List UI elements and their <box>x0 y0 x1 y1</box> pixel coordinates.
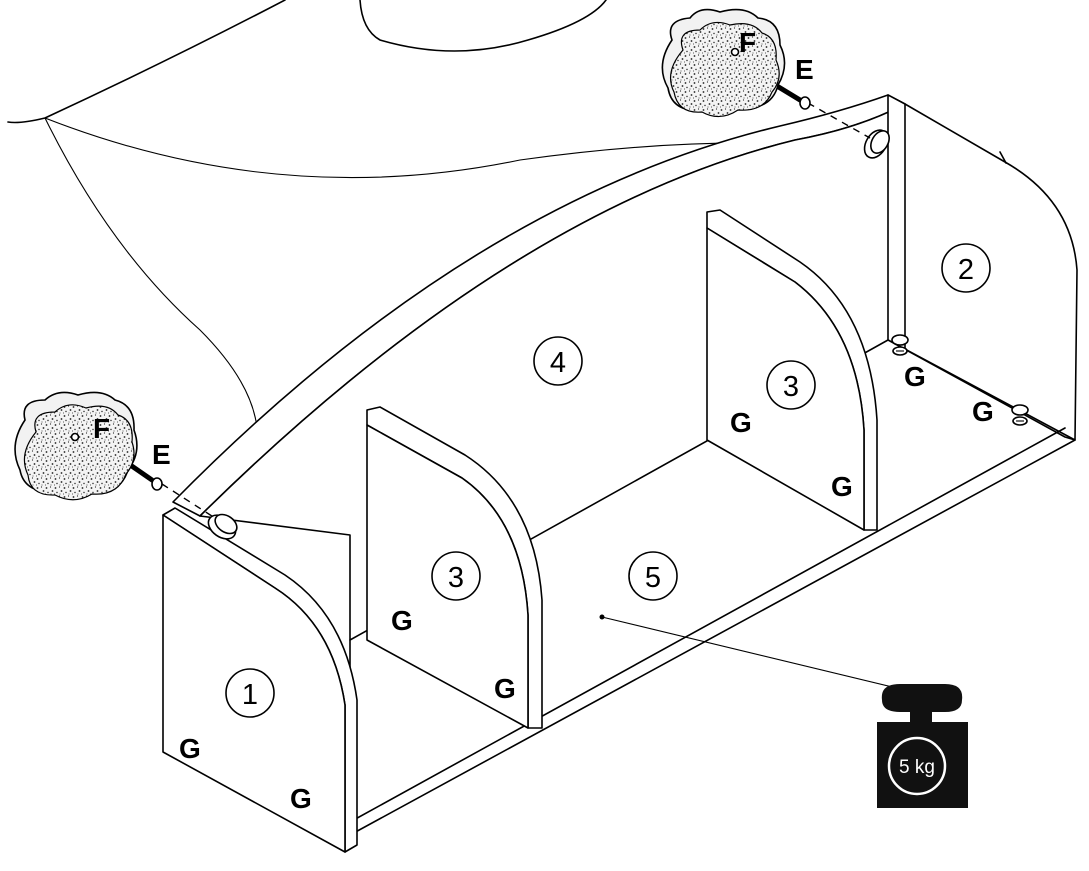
f-label-left: F <box>93 413 110 444</box>
part-number-3-right: 3 <box>766 360 816 410</box>
g-label: G <box>290 783 312 814</box>
g-label: G <box>391 605 413 636</box>
cam-lock-icon <box>891 334 909 356</box>
svg-text:2: 2 <box>958 254 974 286</box>
g-label: G <box>904 361 926 392</box>
g-label: G <box>972 396 994 427</box>
g-label: G <box>831 471 853 502</box>
svg-text:3: 3 <box>783 371 799 403</box>
part-number-1: 1 <box>225 668 275 718</box>
f-label-right: F <box>739 27 756 58</box>
bottom-front-edge <box>349 427 1066 823</box>
detail-circle <box>359 0 607 52</box>
part-number-5: 5 <box>628 551 678 601</box>
svg-text:4: 4 <box>550 347 566 379</box>
load-point <box>599 614 605 620</box>
cam-lock-icon <box>1011 404 1029 426</box>
right-side-edge-mark <box>999 151 1007 164</box>
g-label: G <box>179 733 201 764</box>
svg-text:1: 1 <box>242 679 258 711</box>
sponge-icon <box>661 8 786 118</box>
wall-plug-icon <box>207 513 238 540</box>
e-label-right: E <box>795 54 814 85</box>
weight-label: 5 kg <box>899 757 935 778</box>
alignment-line-left <box>161 483 216 519</box>
part-number-2: 2 <box>941 243 991 293</box>
detail-curve <box>7 0 286 124</box>
weight-pointer-line <box>601 616 906 691</box>
e-label-left: E <box>152 439 171 470</box>
sponge-icon <box>14 391 138 501</box>
g-label: G <box>494 673 516 704</box>
g-label: G <box>730 407 752 438</box>
wall-plug-icon <box>863 129 890 159</box>
part-number-3-left: 3 <box>431 551 481 601</box>
weight-icon <box>877 684 968 808</box>
svg-text:5: 5 <box>645 562 661 594</box>
svg-text:3: 3 <box>448 562 464 594</box>
part-number-4: 4 <box>533 336 583 386</box>
